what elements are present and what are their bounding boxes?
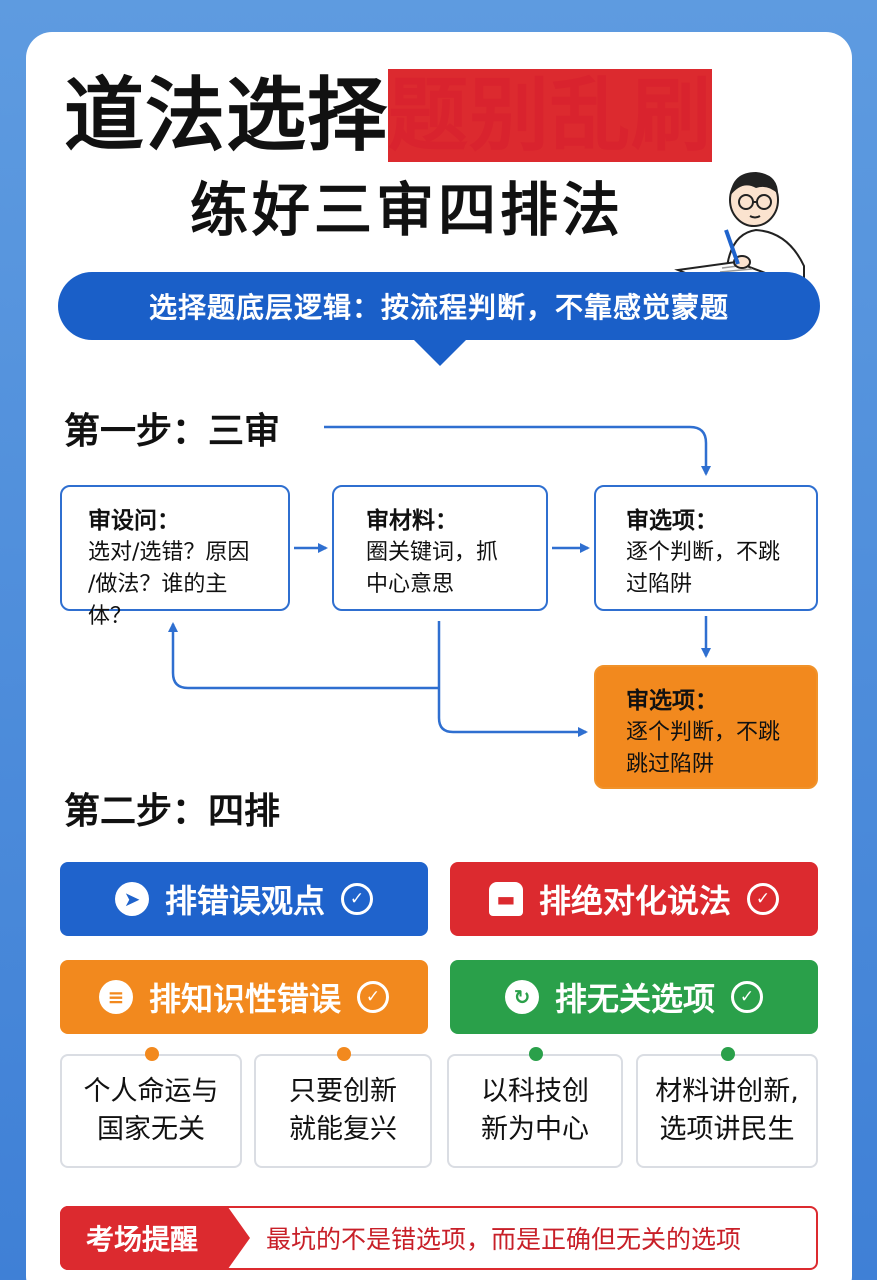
example-box: 材料讲创新, 选项讲民生 <box>636 1054 818 1168</box>
hard-hat-icon: ▬ <box>488 882 523 916</box>
main-title-black: 道法选择 <box>64 69 388 162</box>
flow-box-heading: 审设问： <box>88 508 180 534</box>
flow-box-body: 逐个判断，不跳 跳过陷阱 <box>626 720 781 777</box>
edit-icon: ≡ <box>98 980 133 1014</box>
pill-knowledge-error: ≡ 排知识性错误 ✓ <box>60 960 428 1034</box>
pill-label: 排绝对化说法 <box>538 882 731 920</box>
check-icon: ✓ <box>731 981 763 1013</box>
banner-pointer <box>410 336 470 366</box>
example-box: 以科技创 新为中心 <box>447 1054 623 1168</box>
flow-box-question: 审设问： 选对/选错？原因 /做法？谁的主体？ <box>60 485 290 629</box>
subtitle: 练好三审四排法 <box>190 176 625 244</box>
exam-tip-label: 考场提醒 <box>60 1206 250 1270</box>
connector-dot <box>337 1047 351 1061</box>
step2-title: 第二步：四排 <box>64 791 281 832</box>
connector-dot <box>145 1047 159 1061</box>
core-logic-banner: 选择题底层逻辑：按流程判断，不靠感觉蒙题 <box>58 272 820 340</box>
flow-box-body: 圈关键词，抓 中心意思 <box>366 540 499 597</box>
pin-icon: ➤ <box>114 882 149 916</box>
pill-irrelevant-option: ↻ 排无关选项 ✓ <box>450 960 818 1034</box>
pill-wrong-view: ➤ 排错误观点 ✓ <box>60 862 428 936</box>
pill-label: 排错误观点 <box>164 882 325 920</box>
pill-label: 排知识性错误 <box>148 980 341 1018</box>
main-title-red: 题别乱刷 <box>388 69 712 162</box>
flow-box-material: 审材料： 圈关键词，抓 中心意思 <box>332 485 548 611</box>
flow-box-heading: 审选项： <box>626 508 718 534</box>
pill-absolute-claim: ▬ 排绝对化说法 ✓ <box>450 862 818 936</box>
check-icon: ✓ <box>357 981 389 1013</box>
refresh-check-icon: ↻ <box>504 980 539 1014</box>
connector-dot <box>721 1047 735 1061</box>
flow-box-heading: 审选项： <box>626 688 718 714</box>
connector-dot <box>529 1047 543 1061</box>
example-box: 只要创新 就能复兴 <box>254 1054 432 1168</box>
flow-box-options: 审选项： 逐个判断，不跳 过陷阱 <box>594 485 818 611</box>
exam-tip-text: 最坑的不是错选项，而是正确但无关的选项 <box>266 1225 742 1254</box>
check-icon: ✓ <box>747 883 779 915</box>
flow-box-heading: 审材料： <box>366 508 458 534</box>
main-title: 道法选择题别乱刷 <box>64 66 712 166</box>
example-box: 个人命运与 国家无关 <box>60 1054 242 1168</box>
student-writing-illustration <box>674 172 805 284</box>
step1-title: 第一步：三审 <box>64 411 281 452</box>
pill-label: 排无关选项 <box>554 980 715 1018</box>
flow-box-options-result: 审选项： 逐个判断，不跳 跳过陷阱 <box>594 665 818 789</box>
check-icon: ✓ <box>341 883 373 915</box>
flow-box-body: 选对/选错？原因 /做法？谁的主体？ <box>88 540 250 629</box>
flow-box-body: 逐个判断，不跳 过陷阱 <box>626 540 781 597</box>
